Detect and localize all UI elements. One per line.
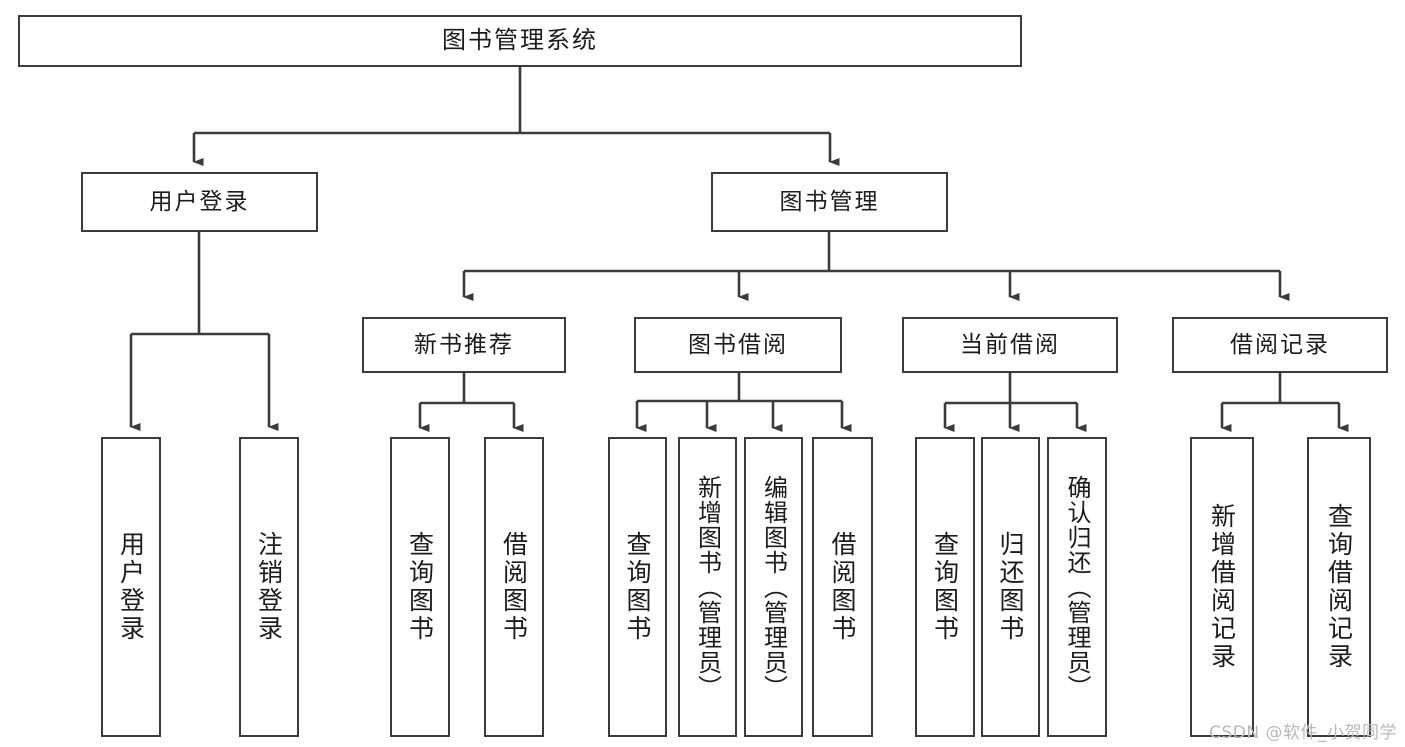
- node-label: 用户登录: [149, 188, 250, 215]
- watermark-text: CSDN @软件_小贺同学: [1209, 723, 1397, 743]
- node-leaf-query-book-borrow[interactable]: 查询图书: [608, 437, 667, 737]
- node-label: 当前借阅: [960, 331, 1060, 358]
- node-leaf-return-book[interactable]: 归还图书: [981, 437, 1040, 737]
- node-label: 查询图书: [930, 531, 960, 643]
- node-leaf-logout-login[interactable]: 注销登录: [239, 437, 299, 737]
- node-leaf-query-book-recommend[interactable]: 查询图书: [390, 437, 450, 737]
- node-leaf-confirm-return-admin[interactable]: 确认归还（管理员）: [1047, 437, 1107, 737]
- node-label: 查询借阅记录: [1324, 503, 1354, 671]
- node-label: 图书管理系统: [442, 26, 598, 55]
- node-leaf-user-login[interactable]: 用户登录: [101, 437, 161, 737]
- node-label: 借阅记录: [1230, 331, 1330, 358]
- node-label: 图书管理: [779, 188, 880, 215]
- node-label: 编辑图书（管理员）: [759, 474, 788, 700]
- node-new-book-recommend[interactable]: 新书推荐: [362, 317, 566, 373]
- node-label: 新增图书（管理员）: [693, 474, 722, 700]
- node-leaf-borrow-book-recommend[interactable]: 借阅图书: [484, 437, 544, 737]
- node-leaf-add-borrow-record[interactable]: 新增借阅记录: [1190, 437, 1254, 737]
- node-leaf-add-book-admin[interactable]: 新增图书（管理员）: [678, 437, 737, 737]
- node-leaf-borrow-book[interactable]: 借阅图书: [812, 437, 873, 737]
- node-label: 新增借阅记录: [1207, 503, 1237, 671]
- node-label: 新书推荐: [414, 331, 514, 358]
- node-label: 归还图书: [996, 531, 1025, 643]
- node-label: 查询图书: [405, 531, 435, 643]
- node-leaf-query-book-current[interactable]: 查询图书: [915, 437, 975, 737]
- node-label: 注销登录: [254, 531, 284, 643]
- node-label: 查询图书: [623, 531, 652, 643]
- node-book-borrow[interactable]: 图书借阅: [634, 317, 842, 373]
- node-current-borrow[interactable]: 当前借阅: [902, 317, 1118, 373]
- node-leaf-query-borrow-record[interactable]: 查询借阅记录: [1307, 437, 1371, 737]
- node-book-management[interactable]: 图书管理: [711, 172, 948, 232]
- node-label: 借阅图书: [828, 531, 857, 643]
- node-user-login[interactable]: 用户登录: [81, 172, 318, 232]
- node-label: 借阅图书: [499, 531, 529, 643]
- node-root-book-management-system[interactable]: 图书管理系统: [18, 15, 1022, 67]
- node-label: 用户登录: [116, 531, 146, 643]
- node-label: 图书借阅: [688, 331, 788, 358]
- node-borrow-record[interactable]: 借阅记录: [1172, 317, 1388, 373]
- node-label: 确认归还（管理员）: [1063, 474, 1091, 700]
- node-leaf-edit-book-admin[interactable]: 编辑图书（管理员）: [744, 437, 803, 737]
